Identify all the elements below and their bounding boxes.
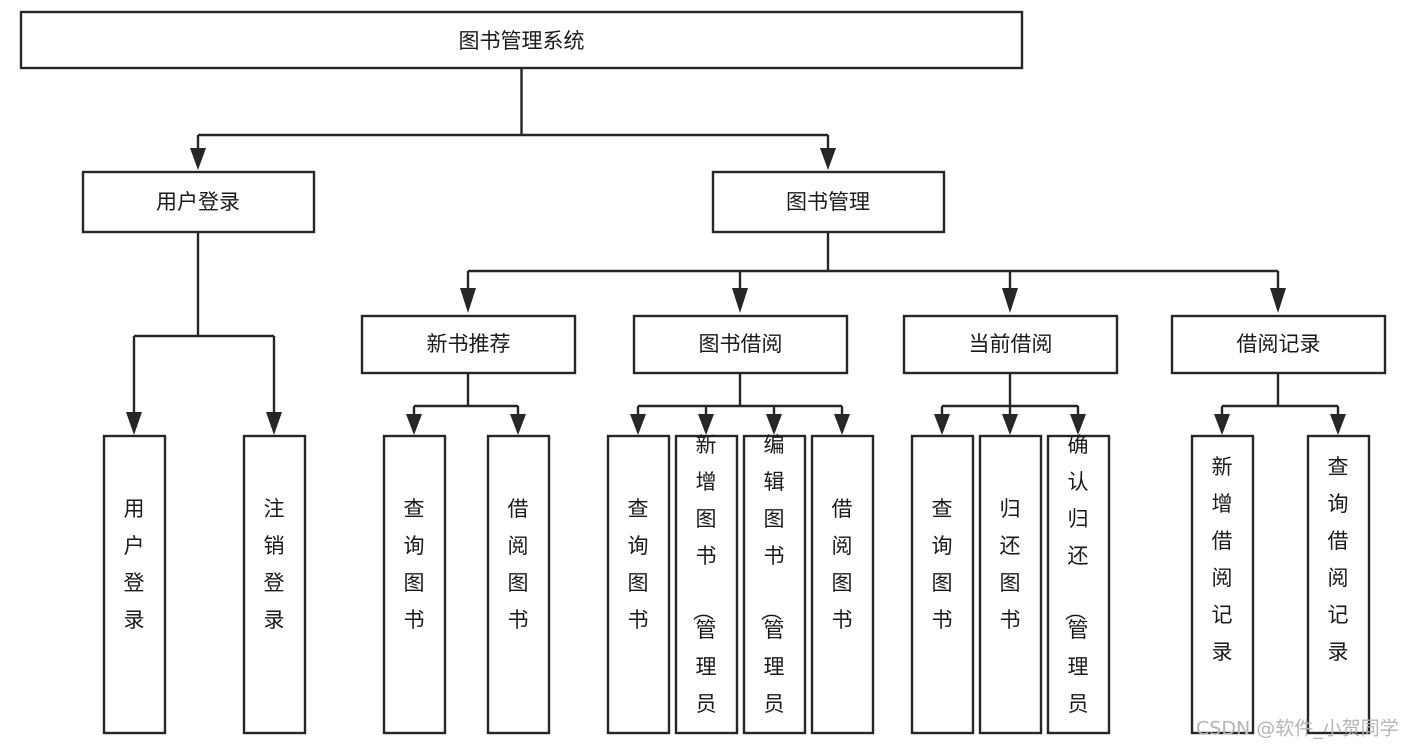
leaf-label: 查询借阅记录 [1328,455,1349,664]
node-root[interactable]: 图书管理系统 [19,10,1024,70]
node-new-book-recommend[interactable]: 新书推荐 [360,314,577,375]
node-leaf-confirm-return-admin[interactable]: 确认归还（管理员） [1046,433,1111,747]
node-borrow-record[interactable]: 借阅记录 [1170,314,1387,375]
leaf-label: 新增借阅记录 [1212,455,1233,664]
leaf-box[interactable] [382,434,447,735]
leaf-box[interactable] [810,434,875,735]
root-label: 图书管理系统 [459,29,585,53]
book-borrow-box[interactable] [632,314,849,375]
node-leaf-add-borrow-record[interactable]: 新增借阅记录 [1190,434,1255,735]
leaf-label: 确认归还（管理员） [1063,433,1089,747]
arrowhead-bb-child-3 [766,414,782,435]
arrowhead-nbr-child-1 [406,414,422,435]
node-leaf-add-book-admin[interactable]: 新增图书（管理员） [674,433,739,747]
arrowhead-cb-child-3 [1070,414,1086,435]
node-leaf-query-book-nbr[interactable]: 查询图书 [382,434,447,735]
leaf-box[interactable] [242,434,307,735]
leaf-label: 查询图书 [932,497,953,632]
arrowhead-cb-child-2 [1002,414,1018,435]
leaf-box[interactable] [978,434,1043,735]
node-book-management[interactable]: 图书管理 [711,170,946,234]
arrowhead-user-login [190,148,206,170]
leaf-label: 用户登录 [124,497,145,632]
leaf-box[interactable] [486,434,551,735]
arrowhead-book-mgmt [820,148,836,170]
leaf-box[interactable] [1306,434,1371,735]
current-borrow-label: 当前借阅 [969,332,1053,356]
arrowhead-cb-child-1 [934,414,950,435]
borrow-record-label: 借阅记录 [1237,332,1321,356]
arrowhead-br-child-1 [1214,414,1230,435]
arrowhead-bb-child-2 [698,414,714,435]
node-leaf-edit-book-admin[interactable]: 编辑图书（管理员） [742,433,807,747]
node-leaf-logout[interactable]: 注销登录 [242,434,307,735]
leaf-box[interactable] [102,434,167,735]
node-current-borrow[interactable]: 当前借阅 [902,314,1119,375]
arrowhead-ul-child-2 [266,412,282,435]
leaf-label: 借阅图书 [832,497,853,632]
book-borrow-label: 图书借阅 [699,332,783,356]
arrowhead-bb-child-4 [834,414,850,435]
leaf-box[interactable] [1190,434,1255,735]
leaf-label: 新增图书（管理员） [691,433,717,747]
node-leaf-query-borrow-record[interactable]: 查询借阅记录 [1306,434,1371,735]
leaf-label: 归还图书 [1000,497,1021,632]
arrowhead-borrow-record [1270,288,1286,313]
current-borrow-box[interactable] [902,314,1119,375]
arrowhead-nbr-child-2 [510,414,526,435]
user-login-label: 用户登录 [156,190,240,214]
borrow-record-box[interactable] [1170,314,1387,375]
leaf-label: 编辑图书（管理员） [759,433,785,747]
new-book-recommend-label: 新书推荐 [427,332,511,356]
node-leaf-borrow-book-bb[interactable]: 借阅图书 [810,434,875,735]
book-management-box[interactable] [711,170,946,234]
new-book-recommend-box[interactable] [360,314,577,375]
node-leaf-query-book-cb[interactable]: 查询图书 [910,434,975,735]
arrowhead-book-borrow [732,288,748,313]
arrowhead-br-child-2 [1330,414,1346,435]
root-box[interactable] [19,10,1024,70]
node-user-login[interactable]: 用户登录 [81,170,316,234]
node-leaf-return-book[interactable]: 归还图书 [978,434,1043,735]
arrowhead-new-book-recommend [460,288,476,313]
leaf-box[interactable] [742,434,807,735]
node-leaf-query-book-bb[interactable]: 查询图书 [606,434,671,735]
book-management-label: 图书管理 [786,190,870,214]
arrowhead-current-borrow [1002,288,1018,313]
leaf-box[interactable] [1046,434,1111,735]
node-book-borrow[interactable]: 图书借阅 [632,314,849,375]
connector-layer [126,69,1346,435]
arrowhead-ul-child-1 [126,412,142,435]
node-leaf-user-login[interactable]: 用户登录 [102,434,167,735]
leaf-box[interactable] [674,434,739,735]
leaf-label: 借阅图书 [508,497,529,632]
arrowhead-bb-child-1 [630,414,646,435]
leaf-box[interactable] [606,434,671,735]
leaf-box[interactable] [910,434,975,735]
leaf-label: 注销登录 [264,497,285,632]
leaf-label: 查询图书 [404,497,425,632]
user-login-box[interactable] [81,170,316,234]
leaf-label: 查询图书 [628,497,649,632]
watermark-text: CSDN @软件_小贺同学 [1196,718,1399,740]
node-leaf-borrow-book-nbr[interactable]: 借阅图书 [486,434,551,735]
